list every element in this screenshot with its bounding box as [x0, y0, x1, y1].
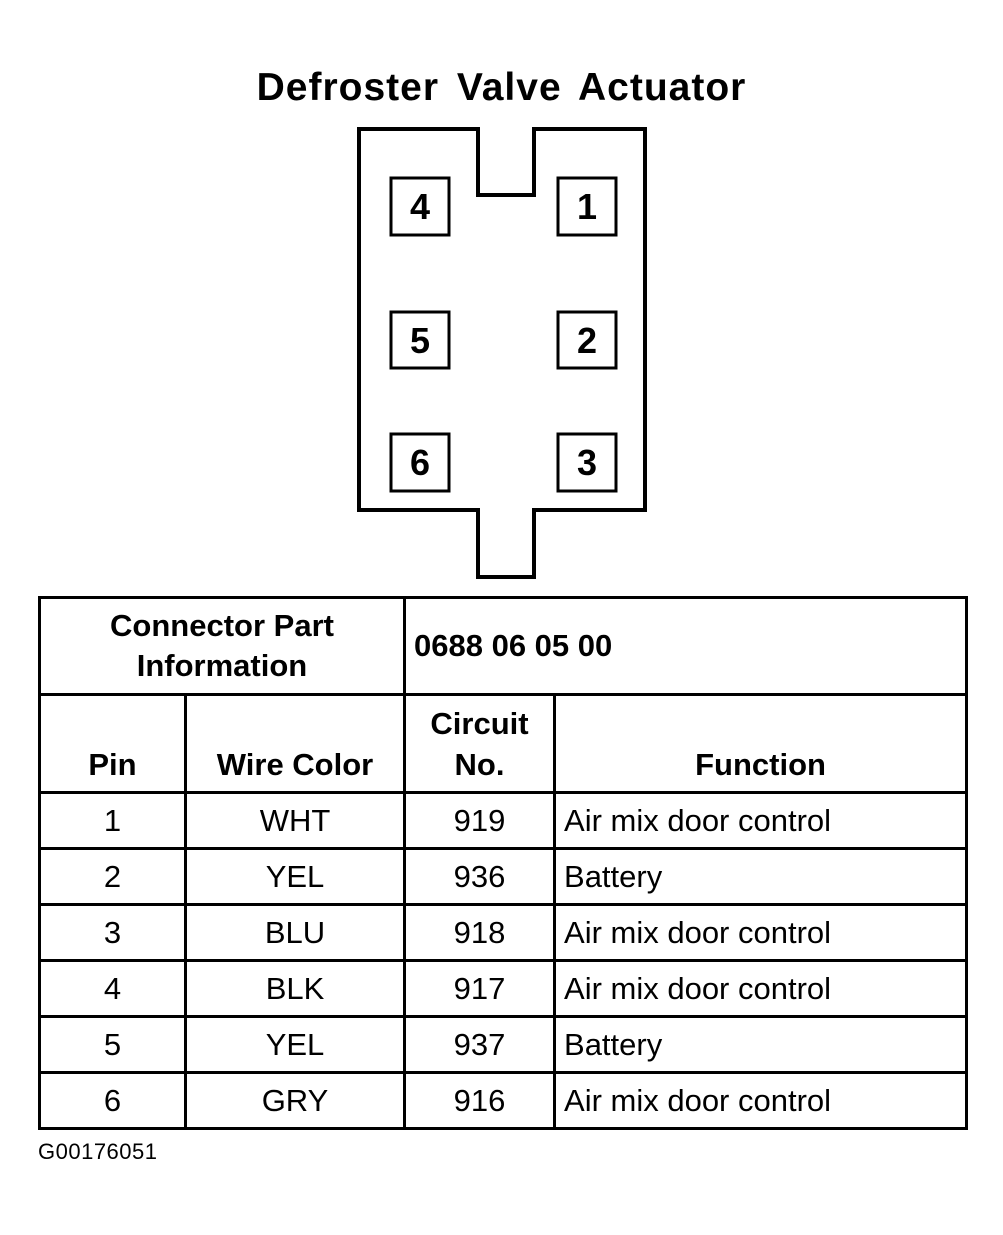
diagram-title: Defroster Valve Actuator: [256, 66, 747, 109]
header-circuit-line2: No.: [454, 747, 505, 782]
header-function: Function: [553, 693, 969, 794]
pin-cavity-3: 3: [556, 432, 618, 493]
cell-function: Battery: [553, 1015, 969, 1074]
header-circuit-line1: Circuit: [430, 706, 529, 741]
part-number: 0688 06 05 00: [403, 596, 969, 696]
cell-circuit: 919: [403, 791, 557, 850]
cell-function: Air mix door control: [553, 1071, 969, 1130]
cell-wire-color: BLU: [183, 903, 407, 962]
cell-function: Air mix door control: [553, 959, 969, 1018]
cell-wire-color: GRY: [183, 1071, 407, 1130]
pin-cavity-5: 5: [389, 310, 451, 370]
connector-face-diagram: 4 1 5 2 6 3: [357, 127, 647, 579]
table-row: 6 GRY 916 Air mix door control: [38, 1071, 969, 1130]
pin-label-3: 3: [577, 442, 597, 483]
pin-cavity-1: 1: [556, 176, 618, 237]
part-info-label-line2: Information: [136, 648, 308, 683]
part-info-label-cell: Connector Part Information: [37, 596, 407, 696]
pin-label-1: 1: [577, 186, 597, 227]
table-row: 5 YEL 937 Battery: [38, 1015, 969, 1074]
cell-function: Air mix door control: [553, 791, 969, 850]
table-row: 3 BLU 918 Air mix door control: [38, 903, 969, 962]
cell-pin: 1: [38, 791, 187, 850]
cell-pin: 4: [38, 959, 187, 1018]
cell-wire-color: WHT: [183, 791, 407, 850]
pin-label-2: 2: [577, 320, 597, 361]
cell-circuit: 918: [403, 903, 557, 962]
cell-circuit: 937: [403, 1015, 557, 1074]
header-wire-color: Wire Color: [183, 693, 407, 794]
connector-pinout-table: Connector Part Information 0688 06 05 00…: [37, 596, 969, 1130]
cell-wire-color: YEL: [183, 1015, 407, 1074]
cell-pin: 2: [38, 847, 187, 906]
cell-wire-color: YEL: [183, 847, 407, 906]
cell-pin: 3: [38, 903, 187, 962]
pin-cavity-4: 4: [389, 176, 451, 237]
pin-label-5: 5: [410, 320, 430, 361]
table-row: 4 BLK 917 Air mix door control: [38, 959, 969, 1018]
pin-cavity-2: 2: [556, 310, 618, 370]
pin-cavity-6: 6: [389, 432, 451, 493]
pin-label-6: 6: [410, 442, 430, 483]
cell-wire-color: BLK: [183, 959, 407, 1018]
figure-id: G00176051: [38, 1139, 158, 1164]
cell-function: Air mix door control: [553, 903, 969, 962]
part-info-label-line1: Connector Part: [110, 608, 334, 643]
cell-circuit: 916: [403, 1071, 557, 1130]
cell-function: Battery: [553, 847, 969, 906]
cell-circuit: 936: [403, 847, 557, 906]
part-info-row: Connector Part Information 0688 06 05 00: [37, 596, 969, 696]
cell-pin: 6: [38, 1071, 187, 1130]
connector-housing: [357, 127, 647, 579]
pin-label-4: 4: [410, 186, 430, 227]
cell-pin: 5: [38, 1015, 187, 1074]
cell-circuit: 917: [403, 959, 557, 1018]
table-row: 1 WHT 919 Air mix door control: [38, 791, 969, 850]
header-pin: Pin: [38, 693, 187, 794]
table-row: 2 YEL 936 Battery: [38, 847, 969, 906]
column-header-row: Pin Wire Color Circuit No. Function: [38, 693, 969, 794]
header-circuit-no: Circuit No.: [403, 693, 557, 794]
